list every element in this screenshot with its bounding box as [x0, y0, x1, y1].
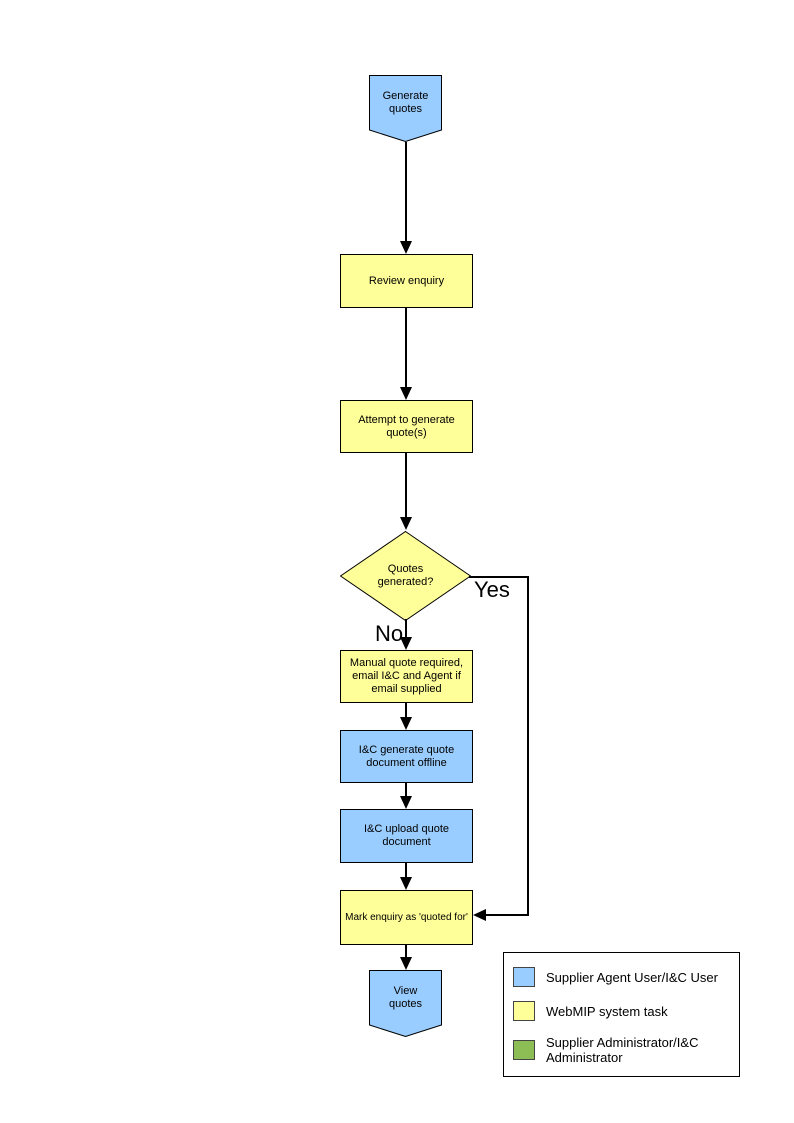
yes-edge-label: Yes [474, 577, 510, 602]
manual-quote-box: Manual quote required, email I&C and Age… [340, 650, 473, 703]
legend: Supplier Agent User/I&C User WebMIP syst… [503, 952, 740, 1077]
yes-edge-h2 [486, 914, 529, 916]
quotes-generated-decision: Quotes generated? [340, 531, 471, 621]
end-terminator: View quotes [369, 970, 442, 1037]
start-label-wrap: Generate quotes [369, 75, 442, 130]
legend-item-supplier-admin: Supplier Administrator/I&C Administrator [513, 1035, 731, 1065]
arrow-offline-upload-line [405, 783, 407, 796]
end-label: View quotes [388, 984, 423, 1010]
legend-item-webmip-system: WebMIP system task [513, 1001, 731, 1021]
arrow-mark-end-line [405, 945, 407, 957]
attempt-generate-box: Attempt to generate quote(s) [340, 400, 473, 453]
no-edge-head [400, 637, 412, 650]
yes-edge-head [473, 909, 486, 921]
pentagon-shape [369, 75, 442, 142]
mark-quoted-label: Mark enquiry as 'quoted for' [345, 912, 468, 923]
review-enquiry-label: Review enquiry [368, 274, 445, 287]
legend-label: Supplier Administrator/I&C Administrator [546, 1035, 699, 1065]
legend-item-supplier-agent: Supplier Agent User/I&C User [513, 967, 731, 987]
end-label-wrap: View quotes [369, 970, 442, 1025]
decision-label-wrap: Quotes generated? [340, 531, 471, 621]
arrow-manual-offline-line [405, 703, 407, 717]
arrow-attempt-decision-line [405, 453, 407, 517]
decision-label: Quotes generated? [377, 563, 434, 588]
arrow-upload-mark-line [405, 863, 407, 877]
upload-document-box: I&C upload quote document [340, 809, 473, 863]
arrow-manual-offline-head [400, 717, 412, 730]
start-label: Generate quotes [382, 89, 429, 115]
arrow-start-review-line [405, 142, 407, 241]
arrow-review-attempt-line [405, 308, 407, 387]
legend-swatch-blue [513, 967, 535, 987]
upload-document-label: I&C upload quote document [363, 823, 449, 848]
arrow-offline-upload-head [400, 796, 412, 809]
arrow-attempt-decision-head [400, 517, 412, 530]
arrow-mark-end-head [400, 957, 412, 970]
arrow-upload-mark-head [400, 877, 412, 890]
generate-offline-label: I&C generate quote document offline [358, 743, 455, 769]
legend-label: WebMIP system task [546, 1003, 668, 1019]
pentagon-shape [369, 970, 442, 1037]
no-edge-line [405, 619, 407, 637]
legend-label: Supplier Agent User/I&C User [546, 969, 718, 985]
manual-quote-label: Manual quote required, email I&C and Age… [349, 657, 464, 695]
yes-edge-h1 [469, 576, 529, 578]
legend-swatch-green [513, 1040, 535, 1060]
generate-offline-box: I&C generate quote document offline [340, 730, 473, 783]
no-edge-label: No [375, 621, 404, 646]
attempt-generate-label: Attempt to generate quote(s) [358, 413, 455, 439]
arrow-review-attempt-head [400, 387, 412, 400]
arrow-start-review-head [400, 241, 412, 254]
review-enquiry-box: Review enquiry [340, 254, 473, 308]
legend-swatch-yellow [513, 1001, 535, 1021]
mark-quoted-box: Mark enquiry as 'quoted for' [340, 890, 473, 945]
yes-edge-v [527, 576, 529, 916]
start-terminator: Generate quotes [369, 75, 442, 142]
